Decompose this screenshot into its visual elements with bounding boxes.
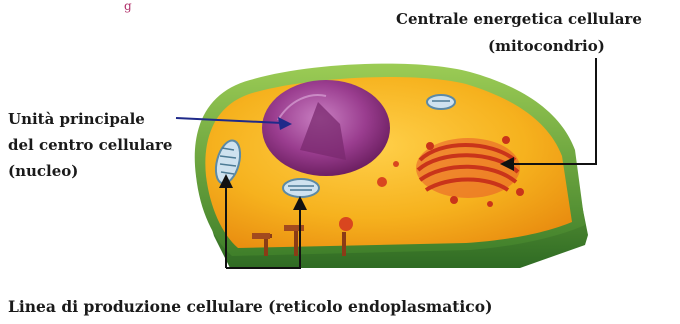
endoplasmic-reticulum-label: Linea di produzione cellulare (reticolo … (8, 294, 492, 320)
organelle-center (283, 179, 319, 197)
mitochondrion-label-line1: Centrale energetica cellulare (396, 6, 642, 33)
cropped-title-fragment: g (124, 0, 132, 13)
nucleus-label-line2: del centro cellulare (8, 132, 172, 158)
nucleus-label: Unità principale del centro cellulare (n… (8, 106, 172, 184)
mitochondrion-label-line2: (mitocondrio) (396, 33, 642, 60)
nucleus-label-line1: Unità principale (8, 106, 172, 132)
nucleus-label-line3: (nucleo) (8, 158, 172, 184)
vesicle (339, 217, 353, 231)
organelle-top-right (427, 95, 455, 109)
mitochondrion-label: Centrale energetica cellulare (mitocondr… (396, 6, 642, 60)
